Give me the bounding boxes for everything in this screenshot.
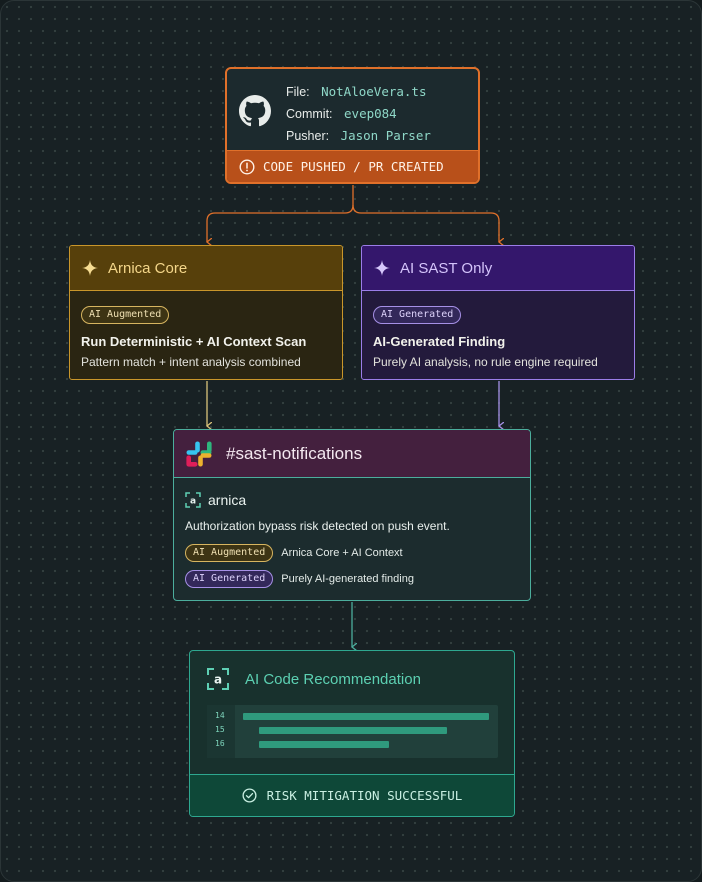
commit-label: Commit: [286, 107, 333, 121]
slack-notification-card: #sast-notifications a arnica Authorizati… [173, 429, 531, 601]
tag-row-augmented: AI Augmented Arnica Core + AI Context [185, 544, 403, 562]
ai-augmented-badge: AI Augmented [81, 306, 170, 324]
ai-generated-badge: AI Generated [373, 306, 462, 324]
notification-message: Authorization bypass risk detected on pu… [185, 519, 450, 533]
code-line-placeholder [259, 741, 389, 748]
push-status-text: CODE PUSHED / PR CREATED [263, 159, 444, 174]
pusher-label: Pusher: [286, 129, 330, 143]
connector-push-to-sast [352, 204, 499, 242]
pusher-value: Jason Parser [340, 128, 431, 143]
line-number-gutter: 14 15 16 [207, 705, 235, 758]
tag-description: Purely AI-generated finding [281, 573, 414, 585]
commit-row: Commit: evep084 [286, 103, 431, 125]
sparkle-icon [82, 260, 98, 276]
line-number: 15 [215, 725, 225, 734]
ai-sast-header: AI SAST Only [362, 246, 634, 291]
ai-sast-heading: AI-Generated Finding [373, 334, 506, 349]
arnica-logo-icon: a [185, 492, 201, 508]
recommendation-header: a AI Code Recommendation [207, 668, 421, 690]
arnica-core-card: Arnica Core AI Augmented Run Determinist… [69, 245, 343, 380]
arnica-core-heading: Run Deterministic + AI Context Scan [81, 334, 307, 349]
arnica-logo-icon: a [207, 668, 229, 690]
arnica-brand: a arnica [185, 492, 246, 508]
ai-sast-description: Purely AI analysis, no rule engine requi… [373, 355, 598, 369]
slack-icon [186, 441, 212, 467]
ai-generated-badge: AI Generated [185, 570, 274, 588]
push-status-bar: CODE PUSHED / PR CREATED [227, 150, 478, 182]
line-number: 16 [215, 739, 225, 748]
arnica-core-title: Arnica Core [108, 259, 188, 277]
file-row: File: NotAloeVera.ts [286, 81, 431, 103]
tag-row-generated: AI Generated Purely AI-generated finding [185, 570, 414, 588]
code-push-card: File: NotAloeVera.ts Commit: evep084 Pus… [225, 67, 480, 184]
recommendation-title: AI Code Recommendation [245, 670, 421, 688]
svg-text:a: a [214, 673, 222, 687]
ai-sast-title: AI SAST Only [400, 259, 493, 277]
connector-push-to-core [207, 185, 354, 242]
svg-text:a: a [190, 496, 196, 506]
alert-circle-icon [239, 158, 255, 175]
arnica-core-description: Pattern match + intent analysis combined [81, 355, 301, 369]
pusher-row: Pusher: Jason Parser [286, 125, 431, 147]
ai-augmented-badge: AI Augmented [185, 544, 274, 562]
code-line-placeholder [243, 713, 489, 720]
file-value: NotAloeVera.ts [321, 84, 427, 99]
slack-header: #sast-notifications [174, 430, 530, 478]
code-line-placeholder [259, 727, 447, 734]
check-circle-icon [242, 788, 257, 803]
arnica-brand-name: arnica [208, 492, 247, 508]
code-snippet: 14 15 16 [207, 705, 498, 758]
slack-channel-name: #sast-notifications [226, 443, 363, 463]
line-number: 14 [215, 711, 225, 720]
mitigation-status-text: RISK MITIGATION SUCCESSFUL [266, 788, 463, 803]
commit-value: evep084 [344, 106, 397, 121]
code-recommendation-card: a AI Code Recommendation 14 15 16 RISK M… [189, 650, 515, 817]
sparkle-icon [374, 260, 390, 276]
file-label: File: [286, 85, 310, 99]
github-icon [239, 95, 271, 127]
arnica-core-header: Arnica Core [70, 246, 342, 291]
ai-sast-card: AI SAST Only AI Generated AI-Generated F… [361, 245, 635, 380]
tag-description: Arnica Core + AI Context [281, 547, 403, 559]
mitigation-status-bar: RISK MITIGATION SUCCESSFUL [190, 774, 514, 816]
